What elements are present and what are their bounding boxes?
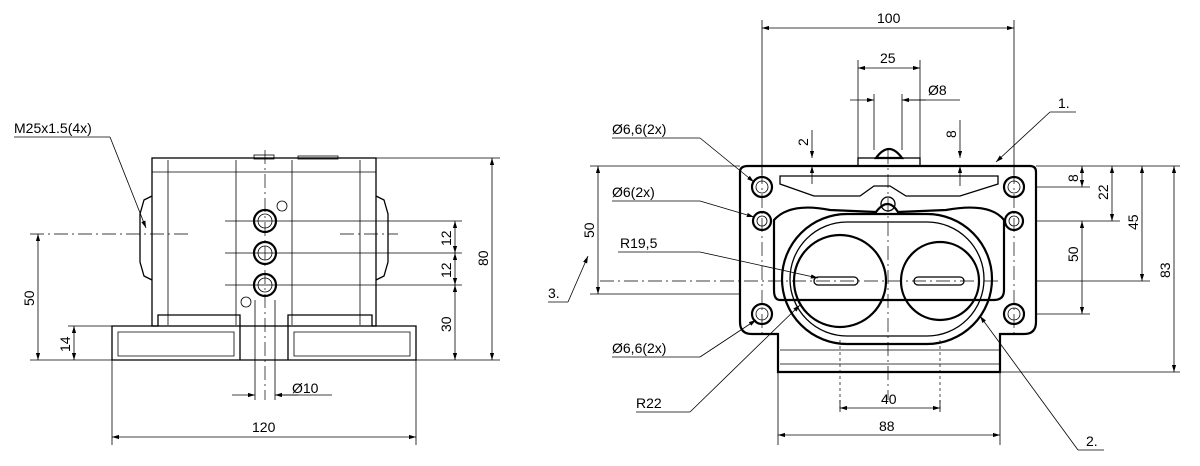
dim-plunger-25: 25 (880, 50, 896, 66)
dim-offset-30: 30 (438, 316, 454, 332)
dim-pitch-12b: 12 (438, 262, 454, 278)
dim-base-14: 14 (57, 336, 73, 352)
housing-body (151, 157, 377, 327)
dim-width-120: 120 (252, 419, 276, 435)
inner-cavity (772, 202, 1006, 302)
dim-top-gap-2: 2 (795, 138, 811, 146)
dim-hole-dia: Ø10 (292, 380, 319, 396)
callout-2: 2. (1086, 433, 1098, 449)
left-view: M25x1.5(4x) 120 Ø10 80 50 14 12 12 30 (14, 120, 500, 445)
dim-r-8: 8 (1065, 174, 1081, 182)
cable-gland-right (375, 195, 389, 281)
plunger-base (857, 157, 921, 167)
label-radius-outer: R22 (636, 395, 662, 411)
dim-r-50: 50 (1065, 246, 1081, 262)
dim-top-100: 100 (877, 10, 901, 26)
label-holes-bottom: Ø6,6(2x) (612, 340, 666, 356)
callout-1: 1. (1058, 95, 1070, 111)
dim-left-50: 50 (581, 222, 597, 238)
dim-plunger-8: 8 (943, 130, 959, 138)
dim-bottom-88: 88 (879, 418, 895, 434)
base-plate (111, 314, 417, 361)
dim-r-22: 22 (1095, 184, 1111, 200)
dim-plunger-dia: Ø8 (928, 82, 947, 98)
right-view: 100 25 Ø8 8 2 Ø6,6(2x) Ø6(2x) Ø6,6(2x) R… (548, 10, 1180, 451)
thread-label: M25x1.5(4x) (14, 120, 92, 136)
callout-3: 3. (548, 285, 560, 301)
dim-r-83: 83 (1157, 262, 1173, 278)
dim-r-45: 45 (1125, 214, 1141, 230)
label-holes-mid: Ø6(2x) (612, 184, 655, 200)
dim-bottom-40: 40 (881, 391, 897, 407)
double-cavity (780, 212, 994, 346)
cable-gland-left (139, 195, 153, 281)
label-holes-top: Ø6,6(2x) (612, 121, 666, 137)
contact-holes (240, 200, 288, 308)
dim-height-80: 80 (475, 250, 491, 266)
dim-height-50: 50 (21, 290, 37, 306)
label-radius-inner: R19,5 (620, 235, 658, 251)
plunger (873, 147, 905, 160)
dim-pitch-12a: 12 (438, 230, 454, 246)
